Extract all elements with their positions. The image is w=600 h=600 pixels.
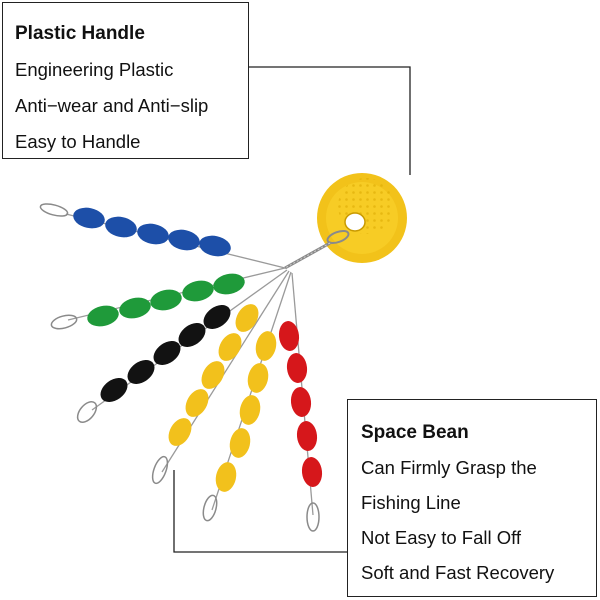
- bean-bead: [201, 361, 225, 389]
- bean-bead: [239, 395, 261, 425]
- fishing-wire-strands: [65, 213, 314, 516]
- yellow-bead-strand-2: [215, 331, 277, 492]
- bean-bead: [127, 360, 155, 384]
- bean-bead: [150, 289, 182, 311]
- bean-bead: [73, 207, 105, 229]
- wire-loops: [39, 203, 320, 532]
- wire-ring: [284, 229, 350, 270]
- bean-bead: [153, 341, 181, 365]
- space-bean-feature: Fishing Line: [361, 492, 461, 513]
- bean-bead: [229, 428, 251, 458]
- bean-bead: [137, 223, 169, 245]
- bean-bead: [301, 457, 323, 487]
- plastic-handle-feature: Anti−wear and Anti−slip: [15, 95, 209, 116]
- bean-bead: [215, 462, 237, 492]
- bean-bead: [286, 353, 308, 383]
- plastic-handle-callout: Plastic Handle Engineering Plastic Anti−…: [2, 2, 249, 159]
- bean-bead: [185, 389, 209, 417]
- green-bead-strand: [87, 273, 245, 327]
- space-bean-title: Space Bean: [361, 422, 469, 443]
- bean-bead: [182, 280, 214, 302]
- space-bean-callout: Space Bean Can Firmly Grasp the Fishing …: [347, 399, 597, 597]
- space-bean-feature: Can Firmly Grasp the: [361, 457, 537, 478]
- plastic-handle-disc: [317, 173, 407, 263]
- bean-bead: [203, 305, 231, 329]
- black-bead-strand: [100, 305, 231, 402]
- bean-bead: [218, 333, 242, 361]
- space-bean-feature: Soft and Fast Recovery: [361, 562, 555, 583]
- bean-bead: [278, 321, 300, 351]
- handle-callout-connector: [249, 66, 411, 175]
- bean-bead: [213, 273, 245, 295]
- plastic-handle-title: Plastic Handle: [15, 23, 145, 44]
- bean-bead: [87, 305, 119, 327]
- bean-bead: [168, 229, 200, 251]
- yellow-bead-strand-1: [168, 304, 259, 446]
- space-bean-feature: Not Easy to Fall Off: [361, 527, 522, 548]
- bean-bead: [247, 363, 269, 393]
- plastic-handle-feature: Engineering Plastic: [15, 59, 174, 80]
- plastic-handle-feature: Easy to Handle: [15, 131, 141, 152]
- bean-bead: [199, 235, 231, 257]
- bean-bead: [105, 216, 137, 238]
- bean-callout-connector: [173, 470, 347, 553]
- bean-bead: [178, 323, 206, 347]
- bean-bead: [168, 418, 192, 446]
- bean-bead: [296, 421, 318, 451]
- bean-bead: [290, 387, 312, 417]
- bean-bead: [235, 304, 259, 332]
- blue-bead-strand: [73, 207, 231, 257]
- red-bead-strand: [278, 321, 323, 487]
- bean-bead: [100, 378, 128, 402]
- bean-bead: [119, 297, 151, 319]
- bean-bead: [255, 331, 277, 361]
